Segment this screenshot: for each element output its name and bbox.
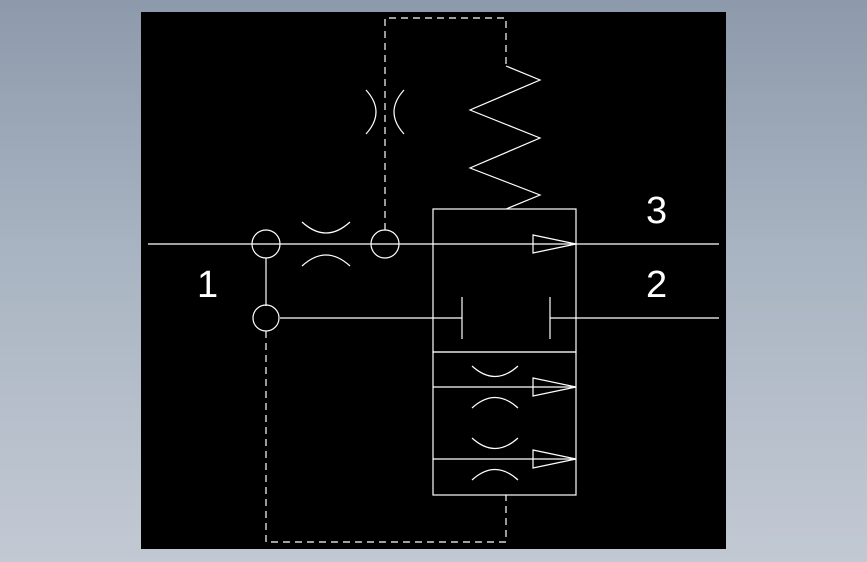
supply-restrictor-upper xyxy=(301,221,351,234)
valve-block-top xyxy=(432,208,577,353)
pilot-line-top xyxy=(384,17,507,230)
port-label-2: 2 xyxy=(646,264,667,306)
port-label-3: 3 xyxy=(646,190,667,232)
pilot-restrictor-right xyxy=(393,89,405,135)
spring xyxy=(468,65,542,210)
junction-circle-bottom xyxy=(252,304,280,332)
junction-circle-top xyxy=(251,229,281,259)
flow-arrow-bottom-1 xyxy=(532,377,577,397)
flow-arrow-top xyxy=(532,234,577,254)
bottom-restrictor-2-lower xyxy=(471,468,519,481)
bottom-restrictor-1-lower xyxy=(471,396,519,409)
supply-restrictor-lower xyxy=(301,254,351,267)
bottom-restrictor-2-upper xyxy=(471,437,519,450)
valve-block-bottom xyxy=(432,351,577,496)
pilot-line-bottom xyxy=(265,331,507,543)
pilot-restrictor-left xyxy=(365,89,377,135)
bottom-restrictor-1-upper xyxy=(471,365,519,378)
flow-arrow-bottom-2 xyxy=(532,449,577,469)
port-label-1: 1 xyxy=(197,264,218,306)
